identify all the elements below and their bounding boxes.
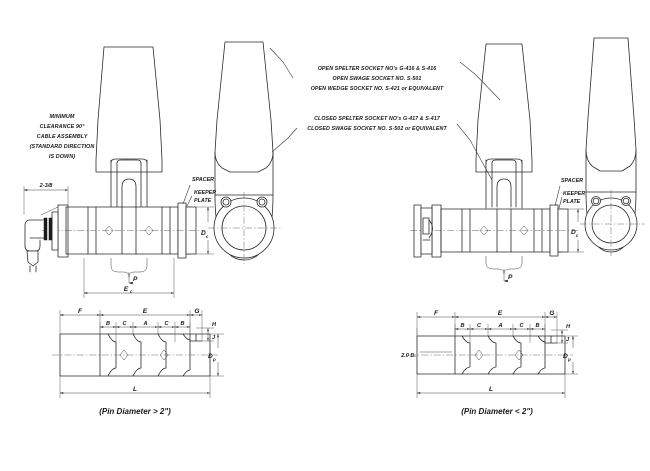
clearance-dimension-label: 2-3/8: [39, 183, 54, 189]
right-C1-label: C: [477, 323, 482, 329]
right-Dc-subscript: c: [576, 233, 579, 238]
right-detail-view: [409, 312, 578, 398]
right-bore-label: 2.0 D.: [400, 353, 416, 359]
right-B2-label: B: [535, 323, 539, 329]
right-cable-connector: [413, 204, 442, 258]
left-Ec-subscript: c: [130, 289, 133, 294]
left-callout-labels: SPACER KEEPER PLATE: [192, 177, 216, 204]
left-detail-L-dimension: [59, 376, 211, 398]
right-callout-labels: SPACER KEEPER PLATE: [561, 178, 585, 205]
left-Dc-subscript: c: [206, 234, 209, 239]
right-detail-H-J-dims: [551, 329, 568, 344]
right-detail-sub-dims: [454, 324, 546, 343]
left-Dc-dimension: [196, 206, 214, 255]
left-Ec-label: E: [124, 286, 129, 293]
right-pin-barrel: [410, 204, 578, 257]
right-closed-socket: [585, 37, 637, 193]
clearance-note: MINIMUM CLEARANCE 90° CABLE ASSEMBLY (ST…: [30, 114, 95, 160]
right-P-dimension: [485, 256, 523, 283]
left-pin-bore-markers: [104, 225, 154, 236]
right-H-label: H: [566, 324, 571, 330]
left-C2-label: C: [164, 321, 169, 327]
left-Dp-subscript: p: [212, 357, 216, 362]
left-cable-connector-90deg: [24, 204, 69, 273]
open-socket-spec-note: OPEN SPELTER SOCKET NO's G-416 & S-416 O…: [311, 66, 444, 92]
right-Dc-label: D: [571, 229, 576, 236]
right-detail-bore-dimension: [416, 328, 456, 353]
left-G-label: G: [194, 308, 199, 315]
right-view-caption: (Pin Diameter < 2"): [461, 407, 533, 416]
clearance-note-line-1: MINIMUM: [50, 114, 75, 120]
left-detail-sub-dims: [99, 322, 191, 342]
left-L-label: L: [133, 386, 137, 393]
left-detail-H-J-dims: [196, 327, 214, 342]
left-B1-label: B: [106, 321, 110, 327]
left-spacer-keeper-leaders: [182, 184, 193, 207]
right-spacer-keeper-leaders: [554, 185, 563, 209]
right-Dc-dimension: [568, 208, 584, 253]
right-open-socket: [475, 43, 533, 209]
right-P-label: P: [508, 274, 513, 281]
left-E-label: E: [143, 308, 148, 315]
right-assembly-group: [410, 37, 645, 283]
closed-socket-spec-line-1: CLOSED SPELTER SOCKET NO's G-417 & S-417: [314, 116, 441, 122]
right-pin-bore-markers: [479, 225, 529, 236]
left-keeper-plate-label-1: KEEPER: [194, 190, 216, 196]
right-G-label: G: [549, 310, 554, 317]
left-B2-label: B: [180, 321, 184, 327]
right-A-label: A: [497, 323, 502, 329]
left-spacer-label: SPACER: [192, 177, 214, 183]
left-assembly-group: [23, 41, 281, 298]
open-socket-spec-line-3: OPEN WEDGE SOCKET NO. S-421 or EQUIVALEN…: [311, 86, 444, 92]
left-rear-clevis-head: [208, 192, 281, 264]
open-socket-spec-line-2: OPEN SWAGE SOCKET NO. S-501: [333, 76, 422, 82]
right-F-label: F: [434, 310, 439, 317]
right-L-label: L: [489, 386, 493, 393]
right-detail-L-dimension: [416, 374, 566, 398]
left-pin-barrel: [40, 202, 205, 259]
right-spacer-label: SPACER: [561, 178, 583, 184]
clearance-note-line-3: CABLE ASSEMBLY: [37, 134, 88, 140]
left-Dc-label: D: [201, 230, 206, 237]
right-B1-label: B: [460, 323, 464, 329]
spec-leader-lines: [269, 47, 501, 181]
right-rear-clevis-head: [580, 190, 645, 256]
left-J-label: J: [212, 335, 216, 341]
right-C2-label: C: [519, 323, 524, 329]
clearance-note-line-4: (STANDARD DIRECTION: [30, 144, 95, 150]
open-socket-spec-line-1: OPEN SPELTER SOCKET NO's G-416 & S-416: [318, 66, 437, 72]
left-A-label: A: [142, 321, 147, 327]
left-Dp-label: D: [208, 353, 213, 360]
left-F-label: F: [78, 308, 83, 315]
left-detail-Dp-dimension: [210, 333, 224, 377]
right-detail-Dp-dimension: [565, 335, 578, 375]
left-open-socket: [95, 46, 163, 209]
clearance-note-line-5: IS DOWN): [49, 154, 75, 160]
left-H-label: H: [212, 322, 217, 328]
clearance-note-line-2: CLEARANCE 90°: [40, 124, 86, 130]
left-P-Ec-dimensions: [83, 258, 175, 298]
closed-socket-spec-line-2: CLOSED SWAGE SOCKET NO. S-502 or EQUIVAL…: [307, 126, 447, 132]
right-E-label: E: [498, 310, 503, 317]
right-Dp-subscript: p: [567, 357, 571, 362]
left-clearance-dimension: [23, 186, 69, 215]
right-keeper-plate-label-2: PLATE: [563, 199, 581, 205]
left-detail-view: [52, 310, 224, 398]
left-P-label: P: [133, 276, 138, 283]
left-view-caption: (Pin Diameter > 2"): [99, 407, 171, 416]
right-Dp-label: D: [563, 353, 568, 360]
left-keeper-plate-label-2: PLATE: [194, 198, 212, 204]
left-C1-label: C: [122, 321, 127, 327]
left-dimension-labels: D c P E c F E G B C A C B H J D p L: [78, 230, 217, 393]
closed-socket-spec-note: CLOSED SPELTER SOCKET NO's G-417 & S-417…: [307, 116, 447, 132]
right-keeper-plate-label-1: KEEPER: [563, 191, 585, 197]
right-dimension-labels: D c P F E G B C A C B H J D p L 2.0 D.: [400, 229, 579, 393]
left-closed-socket: [214, 41, 274, 196]
right-J-label: J: [566, 337, 570, 343]
